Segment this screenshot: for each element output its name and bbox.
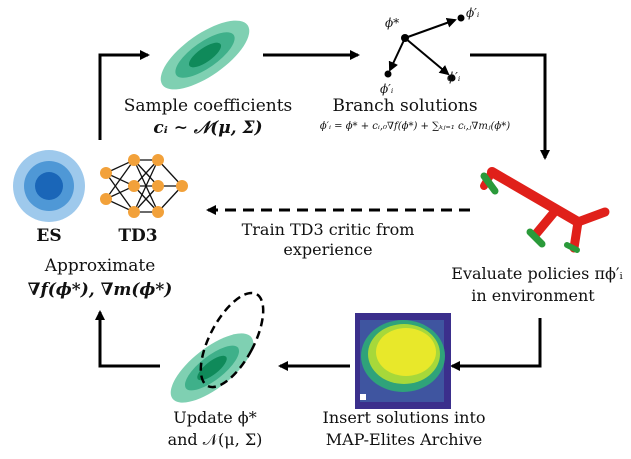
approximate-math: ∇f(ϕ*), ∇m(ϕ*) xyxy=(27,280,173,300)
train-label-2: experience xyxy=(283,240,373,259)
sample-label: Sample coefficients xyxy=(123,96,293,116)
branch-label: Branch solutions xyxy=(332,96,478,116)
branch-icon xyxy=(384,14,465,82)
approximate-label: Approximate xyxy=(44,256,156,276)
sample-math: cᵢ ∼ 𝒩(μ, Σ) xyxy=(153,118,263,138)
arrow-update-to-approximate xyxy=(95,310,160,368)
archive-heatmap-icon xyxy=(355,313,451,409)
insert-label-2: MAP-Elites Archive xyxy=(325,430,483,449)
train-label: Train TD3 critic from xyxy=(241,220,415,239)
phi-prime-top: ϕ′ᵢ xyxy=(466,6,480,20)
branch-math: ϕ′ᵢ = ϕ* + cᵢ,₀∇f(ϕ*) + ∑ₖⱼ₌₁ cᵢ,ⱼ∇mⱼ(ϕ*… xyxy=(319,121,511,132)
phi-prime-left: ϕ′ᵢ xyxy=(380,82,394,96)
td3-label: TD3 xyxy=(118,226,158,246)
es-label: ES xyxy=(36,226,62,246)
updated-gaussian-icon xyxy=(170,291,265,403)
arrow-branch-to-evaluate xyxy=(470,53,550,160)
gaussian-icon xyxy=(160,20,250,90)
update-label: Update ϕ* xyxy=(173,408,257,427)
phi-star-label: ϕ* xyxy=(385,16,400,30)
update-label-2: and 𝒩(μ, Σ) xyxy=(167,430,263,449)
phi-prime-right: ϕ′ᵢ xyxy=(447,70,461,84)
arrow-evaluate-to-insert xyxy=(450,318,542,371)
evaluate-label: Evaluate policies πϕ′ᵢ xyxy=(451,264,623,283)
arrow-es-to-sample xyxy=(98,50,150,140)
neural-network-icon xyxy=(100,154,188,218)
insert-label: Insert solutions into xyxy=(322,408,486,427)
evaluate-label-2: in environment xyxy=(471,286,595,305)
es-icon xyxy=(13,150,85,222)
robot-icon xyxy=(480,167,610,253)
